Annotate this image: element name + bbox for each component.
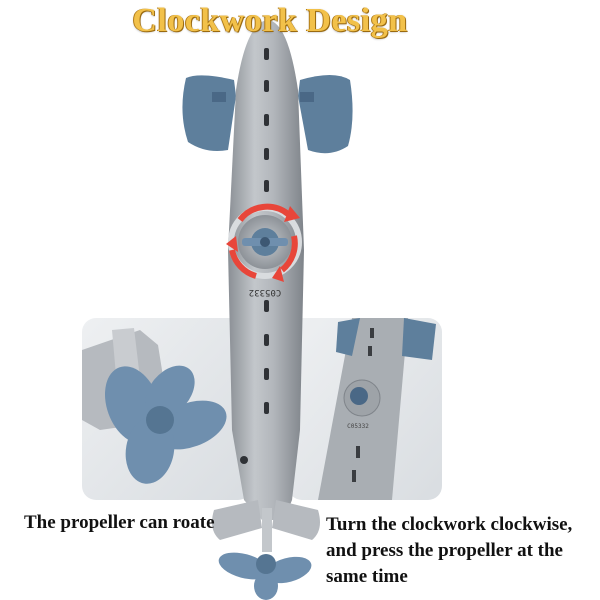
right-dive-fin — [298, 75, 353, 154]
left-dive-fin — [182, 75, 236, 151]
page-title: Clockwork Design — [132, 2, 408, 39]
inset-propeller — [104, 365, 227, 484]
inset-left-fin — [336, 318, 360, 356]
rotation-arrows-icon — [229, 203, 298, 279]
clockwork-inset: C05332 — [288, 318, 442, 500]
propeller-caption: The propeller can roate — [24, 512, 215, 533]
rudder — [262, 508, 272, 552]
model-code: C05332 — [249, 287, 282, 297]
right-tail-fin — [272, 500, 320, 540]
left-tail-fin — [212, 500, 262, 540]
main-propeller — [218, 552, 312, 600]
inset-right-fin — [402, 318, 436, 360]
clockwork-caption: Turn the clockwork clockwise, and press … — [326, 514, 573, 587]
submarine: C05332 — [182, 20, 353, 600]
inset-hull-marks — [352, 328, 374, 482]
submarine-hull — [228, 20, 304, 520]
arrow-heads — [226, 206, 300, 282]
inset-clockwork-knob — [350, 387, 368, 405]
inset-model-code: C05332 — [347, 423, 369, 430]
propeller-inset — [82, 318, 252, 500]
hull-dashes — [240, 48, 269, 464]
